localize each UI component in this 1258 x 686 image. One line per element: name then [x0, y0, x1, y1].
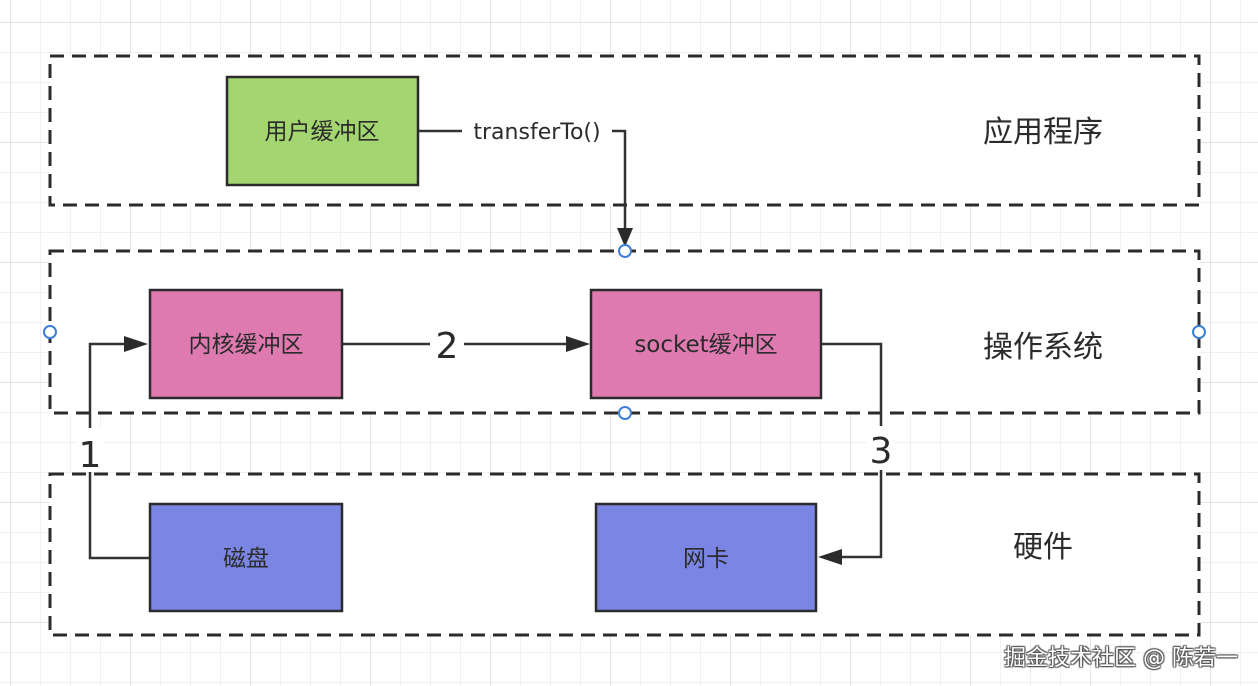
node-disk[interactable]: 磁盘	[148, 502, 344, 613]
node-nic-label: 网卡	[683, 546, 729, 572]
handle-right[interactable]	[1192, 325, 1206, 339]
node-kernel-buffer-label: 内核缓冲区	[189, 332, 304, 358]
layer-application-label: 应用程序	[983, 115, 1103, 150]
node-user-buffer[interactable]: 用户缓冲区	[225, 75, 420, 187]
edge-3: 3	[818, 342, 895, 565]
watermark: 掘金技术社区 @ 陈若一	[1004, 646, 1238, 671]
handle-top[interactable]	[618, 244, 632, 258]
handle-left[interactable]	[43, 325, 57, 339]
layer-os-label: 操作系统	[983, 330, 1103, 365]
node-nic[interactable]: 网卡	[594, 502, 818, 613]
edge-2-label: 2	[436, 326, 459, 367]
arrowhead-icon	[818, 549, 842, 565]
handle-bottom[interactable]	[618, 406, 632, 420]
node-kernel-buffer[interactable]: 内核缓冲区	[148, 288, 344, 400]
node-user-buffer-box[interactable]	[225, 75, 420, 187]
node-socket-buffer-box[interactable]	[589, 288, 823, 400]
arrowhead-icon	[617, 228, 633, 247]
node-disk-label: 磁盘	[223, 546, 269, 572]
edge-1-label-bg	[76, 428, 104, 472]
node-socket-buffer-label: socket缓冲区	[634, 332, 777, 358]
layer-hardware-label: 硬件	[1013, 530, 1073, 565]
edge-2: 2	[342, 326, 590, 367]
node-nic-box[interactable]	[594, 502, 818, 613]
arrowhead-icon	[566, 336, 590, 352]
node-kernel-buffer-box[interactable]	[148, 288, 344, 400]
node-disk-box[interactable]	[148, 502, 344, 613]
edge-1: 1	[76, 336, 150, 560]
arrowhead-icon	[124, 336, 148, 352]
edge-transferto-label: transferTo()	[473, 120, 600, 145]
edge-transferto-line-b	[612, 129, 627, 230]
edge-transferto: transferTo()	[418, 120, 633, 247]
node-user-buffer-label: 用户缓冲区	[265, 119, 380, 145]
node-socket-buffer[interactable]: socket缓冲区	[589, 288, 823, 400]
edge-3-label: 3	[870, 431, 893, 472]
edge-3-label-bg	[867, 426, 895, 470]
selection-handles[interactable]	[43, 244, 1206, 420]
edge-1-label: 1	[79, 435, 102, 476]
